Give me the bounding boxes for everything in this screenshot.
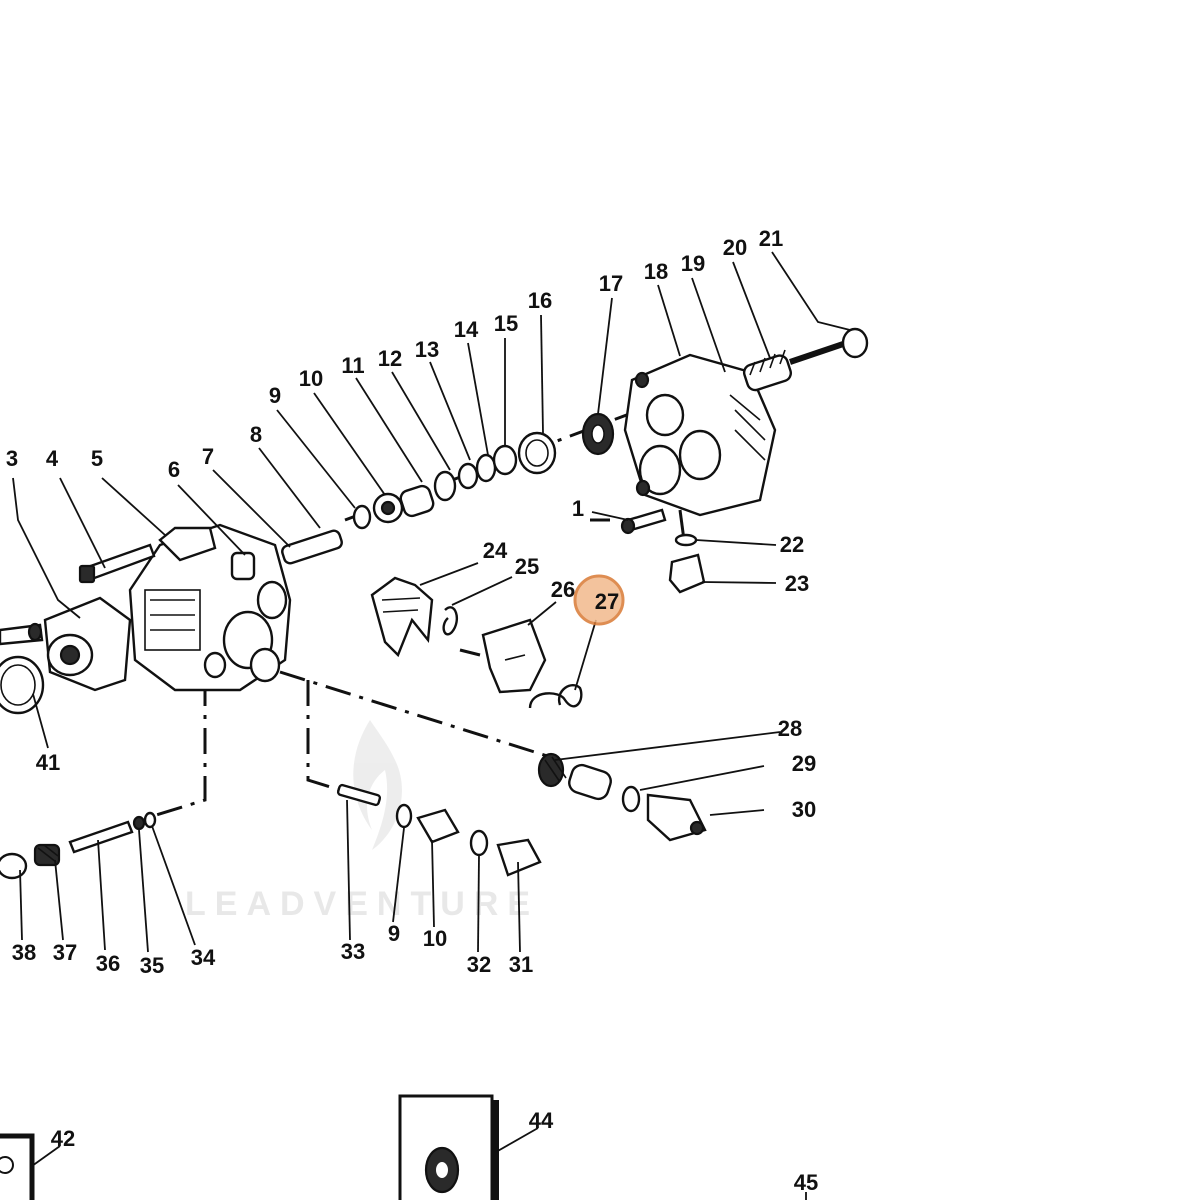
outlet-stack — [537, 752, 707, 842]
watermark-text: LEADVENTURE — [185, 885, 539, 923]
callout-23[interactable]: 23 — [785, 571, 809, 596]
spring-clip-25 — [442, 606, 459, 636]
callout-4[interactable]: 4 — [46, 446, 59, 471]
callout-19[interactable]: 19 — [681, 251, 705, 276]
callout-22[interactable]: 22 — [780, 532, 804, 557]
callout-35[interactable]: 35 — [140, 953, 164, 978]
callout-labels: 1 3 4 5 6 7 8 9 10 11 12 13 14 15 16 17 … — [6, 226, 818, 1195]
callout-42[interactable]: 42 — [51, 1126, 75, 1151]
callout-31[interactable]: 31 — [509, 952, 533, 977]
callout-14[interactable]: 14 — [454, 317, 479, 342]
bolt-1 — [620, 508, 667, 535]
callout-21[interactable]: 21 — [759, 226, 783, 251]
pump-head — [623, 327, 869, 517]
callout-11[interactable]: 11 — [341, 353, 364, 378]
callout-9-upper[interactable]: 9 — [269, 383, 281, 408]
callout-5[interactable]: 5 — [91, 446, 103, 471]
inset-44 — [398, 1094, 499, 1200]
callout-16[interactable]: 16 — [528, 288, 552, 313]
fitting-22-23 — [668, 533, 706, 594]
callout-15[interactable]: 15 — [494, 311, 518, 336]
callout-13[interactable]: 13 — [415, 337, 439, 362]
callout-26[interactable]: 26 — [551, 577, 575, 602]
callout-28[interactable]: 28 — [778, 716, 802, 741]
callout-8[interactable]: 8 — [250, 422, 262, 447]
callout-17[interactable]: 17 — [599, 271, 623, 296]
pump-body — [128, 523, 292, 692]
callout-18[interactable]: 18 — [644, 259, 668, 284]
watermark: LEADVENTURE — [185, 720, 539, 923]
callout-20[interactable]: 20 — [723, 235, 747, 260]
callout-30[interactable]: 30 — [792, 797, 816, 822]
spring-27 — [528, 683, 583, 709]
leader-lines — [12, 251, 851, 1167]
seal-17 — [581, 412, 615, 456]
callout-25[interactable]: 25 — [515, 554, 539, 579]
callout-37[interactable]: 37 — [53, 940, 77, 965]
inset-42 — [0, 1133, 35, 1200]
lower-middle-parts — [336, 783, 542, 877]
callout-12[interactable]: 12 — [378, 346, 402, 371]
lower-left-parts — [0, 811, 157, 880]
callout-10-lower[interactable]: 10 — [423, 926, 447, 951]
callout-10-upper[interactable]: 10 — [299, 366, 323, 391]
callout-33[interactable]: 33 — [341, 939, 365, 964]
callout-45[interactable]: 45 — [794, 1170, 818, 1195]
callout-29[interactable]: 29 — [792, 751, 816, 776]
callout-6[interactable]: 6 — [168, 457, 180, 482]
callout-27[interactable]: 27 — [595, 589, 619, 614]
highlight-marker-27[interactable] — [573, 574, 625, 626]
callout-34[interactable]: 34 — [191, 945, 216, 970]
piston-stack — [281, 431, 557, 565]
callout-38[interactable]: 38 — [12, 940, 36, 965]
callout-3[interactable]: 3 — [6, 446, 18, 471]
valve-plate-26 — [481, 618, 547, 694]
callout-9-lower[interactable]: 9 — [388, 921, 400, 946]
callout-24[interactable]: 24 — [483, 538, 508, 563]
callout-1[interactable]: 1 — [572, 496, 584, 521]
bolt-4 — [78, 543, 156, 584]
callout-7[interactable]: 7 — [202, 444, 214, 469]
callout-36[interactable]: 36 — [96, 951, 120, 976]
callout-32[interactable]: 32 — [467, 952, 491, 977]
callout-44[interactable]: 44 — [529, 1108, 554, 1133]
callout-41[interactable]: 41 — [36, 750, 60, 775]
left-housing — [0, 596, 132, 715]
valve-plate-24 — [370, 576, 434, 658]
